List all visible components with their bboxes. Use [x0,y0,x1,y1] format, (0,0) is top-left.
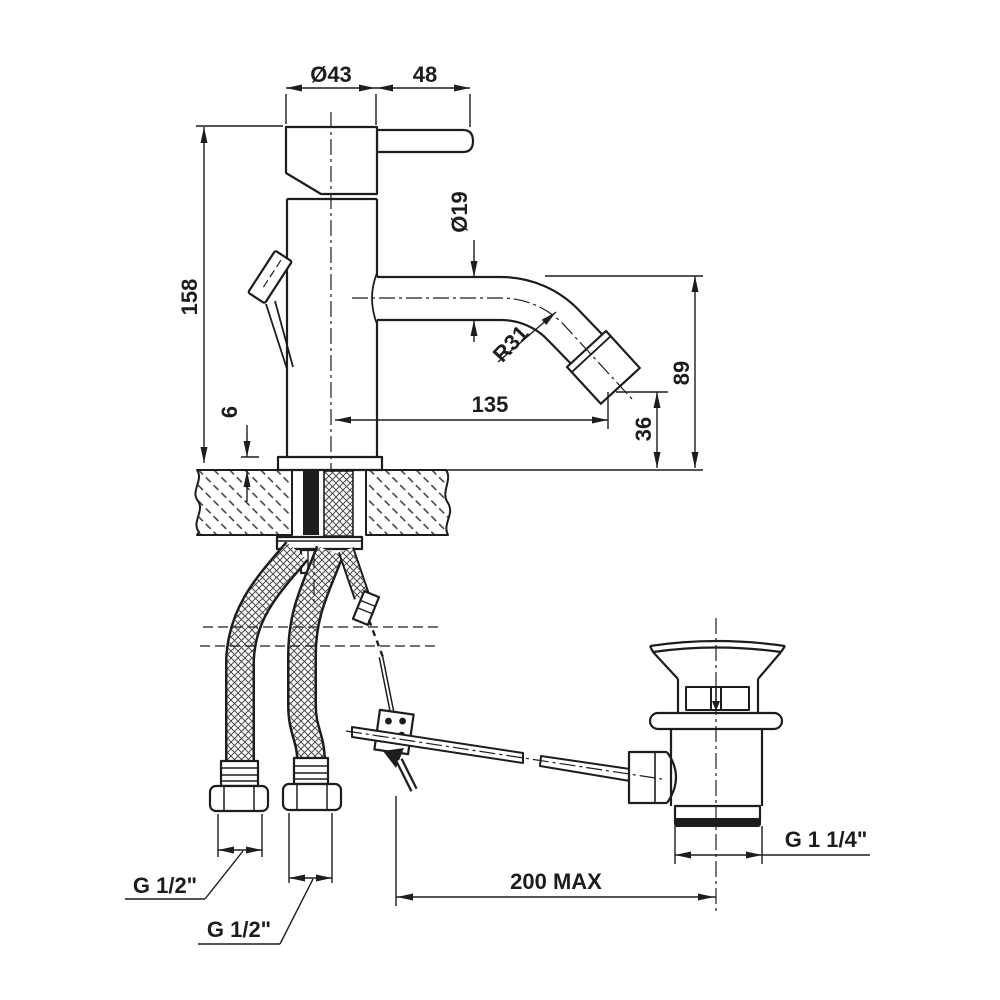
dim-label-spout-height: 89 [669,360,694,386]
waste-window [685,686,750,711]
supply-hose-left [225,541,309,763]
dim-label-hose-thread-1: G 1/2" [132,873,198,898]
base-plate [276,455,384,472]
aerator-joint-line [571,335,612,373]
hose-through-deck [323,470,354,537]
horizontal-rod-rear [539,755,631,782]
pull-rod-knob [247,250,294,370]
dim-label-rod-length: 200 MAX [510,869,602,894]
supply-hose-right [287,545,345,760]
pull-rod-linkage [337,547,631,792]
dim-label-waste-thread: G 1 1/4" [784,827,868,852]
dim-label-base-thickness: 6 [217,405,242,419]
dimension-arrows [200,84,762,901]
hex-nut-right [281,782,343,812]
rod-break-marks [367,619,386,661]
dim-label-spout-diameter: Ø19 [447,191,472,233]
cut-length-lines [200,626,440,647]
dim-label-spout-reach: 135 [471,392,509,417]
rod-connector-block [627,750,667,805]
threaded-stud [303,471,319,535]
waste-plug-top [649,639,786,648]
hose-fitting-right [281,756,343,812]
dim-label-outlet-height: 36 [631,416,656,442]
lever-handle [375,128,475,154]
spout-axis [352,297,633,400]
hose-fitting-left [208,759,270,813]
dim-label-hose-thread-2: G 1/2" [206,917,272,942]
hex-nut-left [208,784,270,813]
dim-label-body-height: 158 [177,278,202,316]
dim-label-cap-diameter: Ø43 [310,62,352,87]
countertop-section [194,469,452,536]
centerlines [313,112,717,912]
pop-up-waste [627,639,786,827]
dim-label-lever-length: 48 [412,62,438,87]
